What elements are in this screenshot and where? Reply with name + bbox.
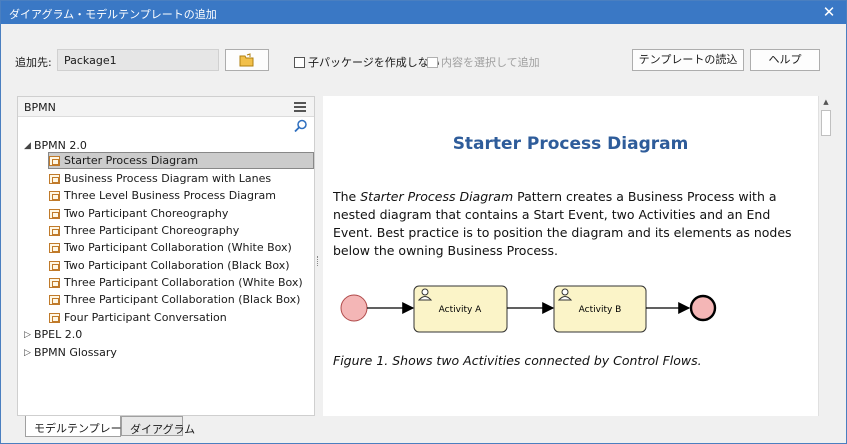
tree-item-label: Two Participant Collaboration (Black Box… bbox=[64, 259, 290, 272]
tree-item-label: Three Level Business Process Diagram bbox=[64, 189, 276, 202]
tree-item-label: Business Process Diagram with Lanes bbox=[64, 172, 272, 185]
tree-item[interactable]: Business Process Diagram with Lanes bbox=[49, 170, 271, 187]
start-event bbox=[340, 294, 368, 322]
collapsed-arrow-icon[interactable]: ▷ bbox=[24, 347, 31, 358]
tree-item-label: Two Participant Collaboration (White Box… bbox=[64, 241, 292, 254]
activity-b-label: Activity B bbox=[579, 305, 622, 315]
scroll-thumb[interactable] bbox=[821, 110, 831, 136]
collapsed-arrow-icon[interactable]: ▷ bbox=[24, 329, 31, 340]
expanded-arrow-icon[interactable]: ◢ bbox=[24, 140, 31, 151]
user-task-icon bbox=[417, 288, 433, 301]
tab-model-templates[interactable]: モデルテンプレート bbox=[25, 416, 133, 437]
diagram-template-icon bbox=[49, 312, 60, 323]
dest-field[interactable]: Package1 bbox=[57, 49, 219, 71]
help-button[interactable]: ヘルプ bbox=[750, 49, 820, 71]
scroll-up-icon[interactable]: ▲ bbox=[823, 98, 829, 106]
no-child-package-label: 子パッケージを作成しない bbox=[308, 56, 440, 69]
diagram-template-icon bbox=[49, 294, 60, 305]
tree-item[interactable]: Three Participant Collaboration (Black B… bbox=[49, 291, 300, 308]
diagram-template-icon bbox=[49, 260, 60, 271]
diagram-template-icon bbox=[49, 242, 60, 253]
tree-item[interactable]: Three Level Business Process Diagram bbox=[49, 187, 276, 204]
panel-header-title: BPMN bbox=[24, 101, 56, 114]
preview-scrollbar[interactable]: ▲ bbox=[818, 96, 832, 416]
tree-item[interactable]: Starter Process Diagram bbox=[48, 152, 314, 169]
tree-item[interactable]: Three Participant Collaboration (White B… bbox=[49, 274, 303, 291]
figure-caption: Figure 1. Shows two Activities connected… bbox=[333, 353, 702, 368]
tab-diagrams[interactable]: ダイアグラム bbox=[121, 416, 195, 436]
diagram-template-icon bbox=[49, 208, 60, 219]
tree-item[interactable]: Four Participant Conversation bbox=[49, 309, 227, 326]
search-icon[interactable] bbox=[294, 119, 308, 133]
title-bar: ダイアグラム・モデルテンプレートの追加 ✕ bbox=[1, 1, 846, 24]
tree-item-label: Three Participant Collaboration (Black B… bbox=[64, 293, 301, 306]
folder-icon bbox=[239, 53, 254, 67]
tree-group-label: BPEL 2.0 bbox=[34, 328, 83, 341]
menu-icon[interactable] bbox=[294, 102, 306, 112]
template-tree-panel: BPMN ◢ BPMN 2.0 Starter Process Diagram … bbox=[17, 96, 315, 416]
tree-item[interactable]: Two Participant Collaboration (Black Box… bbox=[49, 257, 290, 274]
activity-a bbox=[413, 285, 508, 333]
panel-header: BPMN bbox=[18, 97, 314, 117]
diagram-template-icon bbox=[49, 190, 60, 201]
process-diagram: Activity A Activity B bbox=[340, 285, 717, 333]
browse-package-button[interactable] bbox=[225, 49, 269, 71]
tree-group-bpmn-glossary[interactable]: ▷ BPMN Glossary bbox=[24, 344, 117, 361]
end-event bbox=[689, 294, 717, 322]
user-task-icon bbox=[557, 288, 573, 301]
tree-item[interactable]: Two Participant Choreography bbox=[49, 205, 228, 222]
tree-group-bpel20[interactable]: ▷ BPEL 2.0 bbox=[24, 326, 82, 343]
diagram-template-icon bbox=[49, 277, 60, 288]
close-icon[interactable]: ✕ bbox=[822, 3, 836, 21]
preview-panel: Starter Process Diagram The Starter Proc… bbox=[323, 96, 818, 416]
select-content-checkbox[interactable]: 内容を選択して追加 bbox=[427, 54, 540, 70]
window-title: ダイアグラム・モデルテンプレートの追加 bbox=[9, 8, 217, 21]
doc-title: Starter Process Diagram bbox=[452, 134, 689, 154]
activity-b bbox=[553, 285, 647, 333]
select-content-label: 内容を選択して追加 bbox=[441, 56, 540, 69]
diagram-template-icon bbox=[49, 155, 60, 166]
load-template-button[interactable]: テンプレートの読込 bbox=[632, 49, 744, 71]
tree-item[interactable]: Three Participant Choreography bbox=[49, 222, 239, 239]
no-child-package-checkbox[interactable]: 子パッケージを作成しない bbox=[294, 54, 440, 70]
doc-description: The Starter Process Diagram Pattern crea… bbox=[333, 189, 792, 258]
tree-item-label: Four Participant Conversation bbox=[64, 311, 227, 324]
tree-item-label: Two Participant Choreography bbox=[64, 207, 229, 220]
dest-label: 追加先: bbox=[15, 56, 52, 69]
checkbox-box-disabled[interactable] bbox=[427, 56, 438, 68]
tree-group-label: BPMN Glossary bbox=[34, 346, 117, 359]
diagram-template-icon bbox=[49, 173, 60, 184]
tree-group-bpmn20[interactable]: ◢ BPMN 2.0 bbox=[24, 137, 87, 154]
checkbox-box[interactable] bbox=[294, 56, 305, 68]
tree-item[interactable]: Two Participant Collaboration (White Box… bbox=[49, 239, 292, 256]
tree-item-label: Three Participant Choreography bbox=[64, 224, 240, 237]
diagram-template-icon bbox=[49, 225, 60, 236]
tree-group-label: BPMN 2.0 bbox=[34, 139, 87, 152]
panel-splitter[interactable] bbox=[315, 96, 323, 416]
tree-item-label: Starter Process Diagram bbox=[64, 154, 199, 167]
activity-a-label: Activity A bbox=[439, 305, 483, 315]
tree-item-label: Three Participant Collaboration (White B… bbox=[64, 276, 303, 289]
